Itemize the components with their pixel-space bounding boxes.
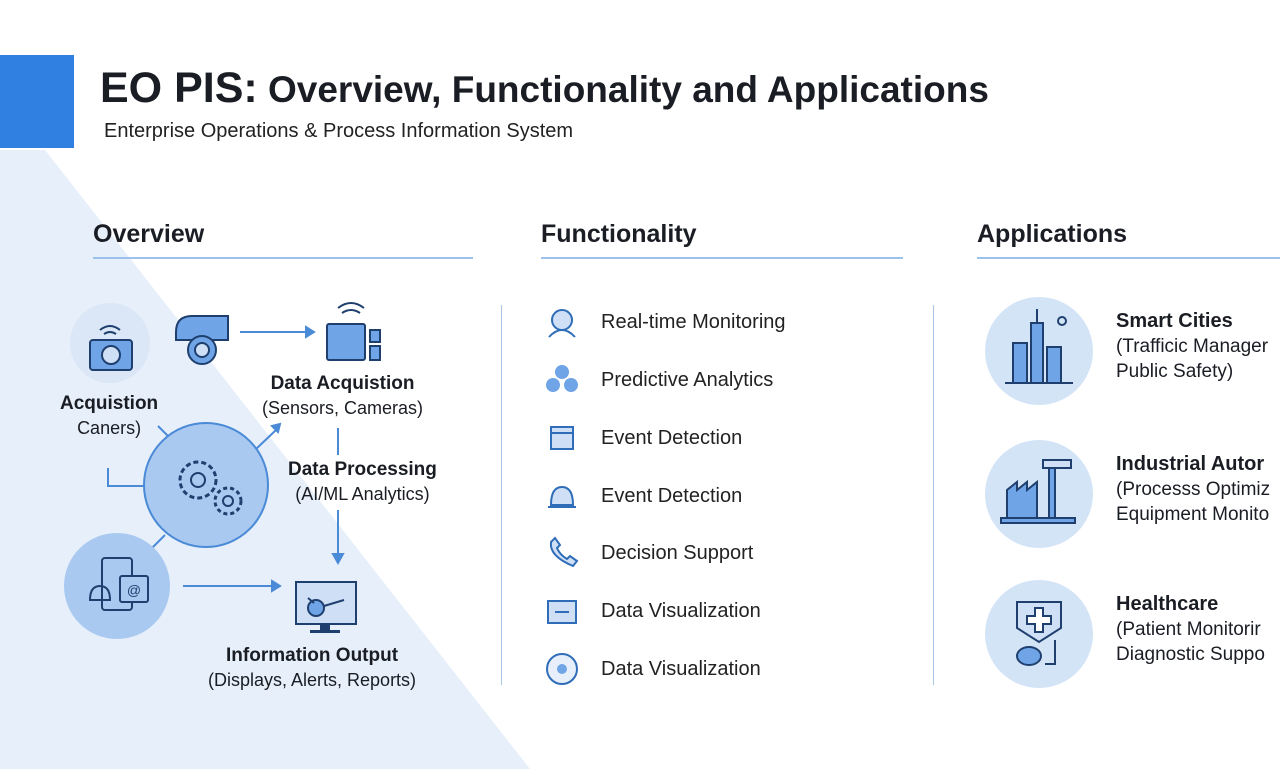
func-item: Real-time Monitoring bbox=[543, 303, 786, 341]
app-title: Healthcare bbox=[1116, 593, 1219, 615]
label-sub: (Displays, Alerts, Reports) bbox=[208, 670, 417, 690]
medical-icon bbox=[985, 580, 1093, 688]
information-output-label: Information Output (Displays, Alerts, Rep… bbox=[208, 644, 416, 692]
func-item: Predictive Analytics bbox=[543, 361, 773, 399]
func-label: Data Visualization bbox=[601, 657, 761, 680]
column-divider bbox=[501, 305, 502, 685]
column-divider bbox=[933, 305, 934, 685]
func-label: Event Detection bbox=[601, 484, 743, 507]
func-label: Decision Support bbox=[601, 541, 754, 564]
app-line: (Processs Optimiz bbox=[1116, 479, 1271, 500]
func-item: Event Detection bbox=[543, 477, 742, 515]
app-line: Equipment Monito bbox=[1116, 504, 1270, 525]
svg-text:@: @ bbox=[127, 582, 141, 598]
app-title: Industrial Autor bbox=[1116, 453, 1265, 475]
screen-icon bbox=[547, 600, 577, 624]
app-line: (Patient Monitorir bbox=[1116, 619, 1261, 640]
alert-icon bbox=[548, 485, 576, 508]
alerts-icon: @ bbox=[64, 533, 170, 639]
func-item: Data Visualization bbox=[543, 592, 761, 630]
device-icon bbox=[326, 302, 381, 361]
func-label: Event Detection bbox=[601, 426, 743, 449]
app-title: Smart Cities bbox=[1116, 310, 1233, 332]
title-rest: Overview, Functionality and Applications bbox=[257, 69, 989, 110]
page-subtitle: Enterprise Operations & Process Informat… bbox=[104, 120, 574, 142]
phone-icon bbox=[549, 536, 579, 568]
security-camera-icon bbox=[175, 315, 229, 365]
camera-icon bbox=[70, 303, 150, 383]
app-line: Diagnostic Suppo bbox=[1116, 644, 1265, 665]
page-title: EO PIS: Overview, Functionality and Appl… bbox=[100, 64, 989, 113]
overview-diagram: @ bbox=[64, 302, 381, 639]
func-label: Data Visualization bbox=[601, 599, 761, 622]
network-icon bbox=[546, 653, 578, 685]
app-line: Public Safety) bbox=[1116, 361, 1234, 382]
func-label: Predictive Analytics bbox=[601, 368, 774, 391]
data-processing-label: Data Processing (AI/ML Analytics) bbox=[288, 458, 437, 506]
analytics-icon bbox=[546, 365, 578, 392]
calendar-icon bbox=[550, 426, 574, 450]
label-title: Data Processing bbox=[288, 459, 437, 480]
overview-heading: Overview bbox=[93, 220, 205, 248]
accent-bar bbox=[0, 55, 74, 148]
title-bold: EO PIS: bbox=[100, 64, 258, 112]
func-item: Event Detection bbox=[543, 419, 742, 457]
func-item: Data Visualization bbox=[543, 650, 761, 688]
functionality-heading: Functionality bbox=[541, 220, 697, 248]
data-acquisition-label: Data Acquistion (Sensors, Cameras) bbox=[262, 372, 423, 420]
label-title: Acquistion bbox=[60, 393, 159, 414]
factory-icon bbox=[985, 440, 1093, 548]
divider bbox=[541, 257, 903, 259]
label-sub: (Sensors, Cameras) bbox=[262, 398, 424, 418]
gears-icon bbox=[143, 422, 269, 548]
monitoring-icon bbox=[548, 309, 576, 338]
app-line: (Trafficic Manager bbox=[1116, 336, 1269, 357]
divider bbox=[93, 257, 473, 259]
city-icon bbox=[985, 297, 1093, 405]
func-label: Real-time Monitoring bbox=[601, 310, 786, 333]
func-item: Decision Support bbox=[543, 534, 753, 572]
label-title: Information Output bbox=[226, 645, 399, 666]
label-title: Data Acquistion bbox=[270, 373, 415, 394]
label-sub: (AI/ML Analytics) bbox=[295, 484, 430, 504]
monitor-icon bbox=[295, 581, 357, 633]
applications-heading: Applications bbox=[977, 220, 1128, 248]
divider bbox=[977, 257, 1280, 259]
label-sub: Caners) bbox=[77, 418, 142, 438]
